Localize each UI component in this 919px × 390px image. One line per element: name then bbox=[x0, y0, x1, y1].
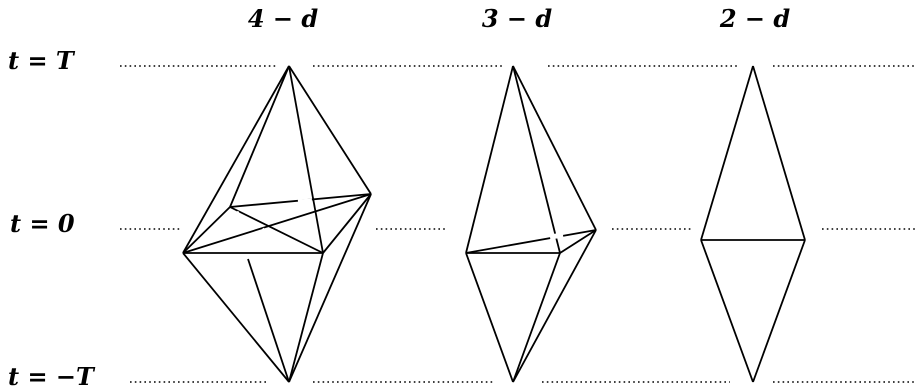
polytope-3d bbox=[465, 65, 597, 383]
polytope-4d bbox=[182, 65, 372, 383]
polygon-2d bbox=[700, 65, 806, 383]
label-3d: 3 − d bbox=[482, 4, 553, 33]
label-t-top: t = T bbox=[8, 46, 76, 75]
label-4d: 4 − d bbox=[248, 4, 319, 33]
label-2d: 2 − d bbox=[719, 4, 791, 33]
label-t-zero: t = 0 bbox=[10, 209, 75, 238]
occlusion-gaps bbox=[233, 198, 564, 240]
label-t-bottom: t = −T bbox=[8, 362, 96, 390]
